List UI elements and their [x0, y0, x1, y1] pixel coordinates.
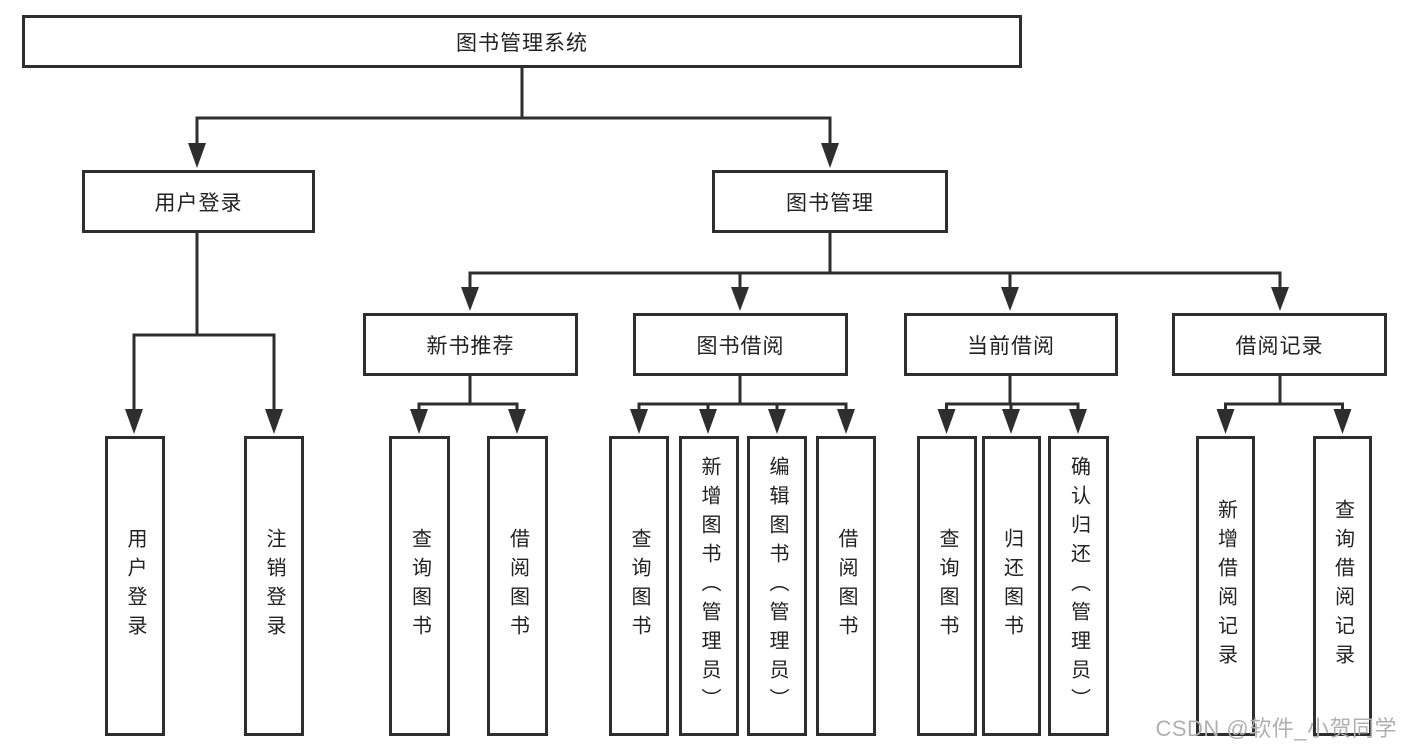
leaf-edit-books-admin: 编辑图书（管理员） — [747, 436, 807, 736]
node-user-login: 用户登录 — [82, 170, 315, 233]
connector-book-management-to-sections — [461, 233, 1289, 311]
node-library-management-system: 图书管理系统 — [22, 15, 1022, 68]
leaf-label: 用户登录 — [124, 528, 146, 644]
leaf-add-books-admin: 新增图书（管理员） — [679, 436, 739, 736]
leaf-confirm-return-admin: 确认归还（管理员） — [1048, 436, 1109, 736]
node-new-book-recommendation: 新书推荐 — [363, 313, 578, 376]
leaf-borrow-books: 借阅图书 — [816, 436, 876, 736]
node-label: 当前借阅 — [967, 334, 1055, 358]
leaf-label: 查询图书 — [408, 528, 431, 644]
leaf-label: 编辑图书（管理员） — [766, 455, 788, 717]
node-current-borrowing: 当前借阅 — [904, 313, 1118, 376]
connector-current-borrowing-to-leaves — [937, 376, 1087, 434]
node-borrowing-records: 借阅记录 — [1172, 313, 1387, 376]
leaf-label: 借阅图书 — [506, 528, 529, 644]
leaf-label: 借阅图书 — [835, 528, 857, 644]
leaf-label: 确认归还（管理员） — [1067, 455, 1090, 717]
leaf-label: 查询借阅记录 — [1331, 499, 1354, 673]
node-book-management: 图书管理 — [712, 170, 948, 233]
node-label: 图书管理 — [786, 191, 874, 215]
node-label: 新书推荐 — [426, 334, 515, 358]
connector-borrowing-records-to-leaves — [1216, 376, 1352, 434]
leaf-return-books: 归还图书 — [982, 436, 1041, 736]
node-label: 图书管理系统 — [456, 31, 588, 55]
node-book-borrowing: 图书借阅 — [633, 313, 848, 376]
leaf-logout-login: 注销登录 — [244, 436, 304, 736]
connector-new-book-to-leaves — [410, 376, 526, 434]
leaf-label: 归还图书 — [1000, 528, 1023, 644]
connector-book-borrowing-to-leaves — [630, 376, 855, 434]
connector-root-to-branches — [188, 68, 839, 168]
leaf-query-borrow-record: 查询借阅记录 — [1313, 436, 1372, 736]
leaf-user-login: 用户登录 — [105, 436, 165, 736]
node-label: 图书借阅 — [696, 334, 785, 358]
leaf-label: 新增图书（管理员） — [698, 455, 720, 717]
leaf-query-books-recommend: 查询图书 — [389, 436, 450, 736]
csdn-watermark: CSDN @软件_小贺同学 — [1155, 716, 1397, 741]
leaf-borrow-books-recommend: 借阅图书 — [487, 436, 548, 736]
leaf-label: 新增借阅记录 — [1214, 499, 1237, 673]
connector-user-login-to-leaves — [125, 233, 283, 434]
leaf-query-books-borrowing: 查询图书 — [609, 436, 669, 736]
node-label: 用户登录 — [154, 191, 243, 215]
node-label: 借阅记录 — [1235, 334, 1324, 358]
leaf-query-books-current: 查询图书 — [917, 436, 977, 736]
leaf-label: 查询图书 — [628, 528, 650, 644]
leaf-add-borrow-record: 新增借阅记录 — [1196, 436, 1255, 736]
leaf-label: 注销登录 — [263, 528, 285, 644]
leaf-label: 查询图书 — [936, 528, 958, 644]
